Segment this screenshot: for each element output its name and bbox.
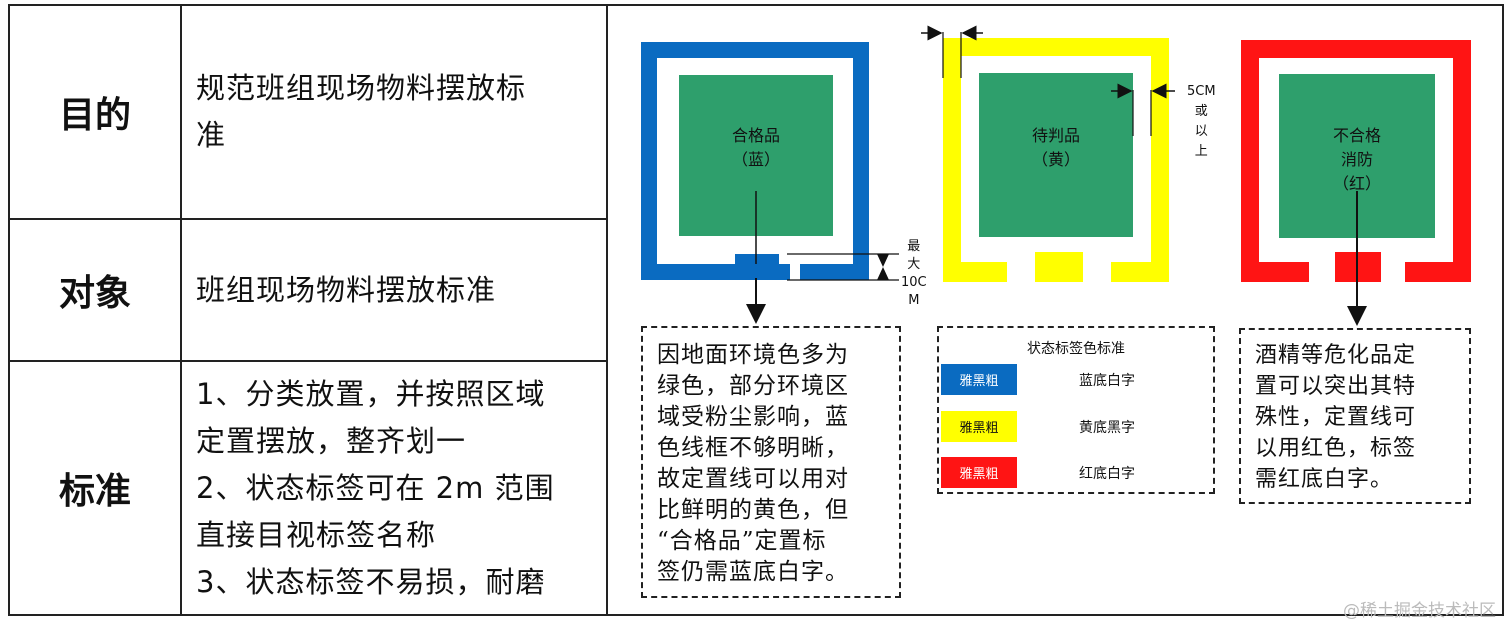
blue-square-label: 合格品 （蓝） [731, 126, 780, 169]
legend-desc-red: 红底白字 [1079, 466, 1135, 482]
min-5cm-label: 5CM 或 以 上 [1187, 84, 1216, 159]
row-label-purpose: 目的 [58, 95, 131, 136]
column-divider-2 [606, 6, 608, 614]
legend-title: 状态标签色标准 [1027, 341, 1125, 357]
row-content-purpose: 规范班组现场物料摆放标 准 [196, 71, 527, 152]
yellow-square-label: 待判品 （黄） [1031, 126, 1080, 169]
legend-chip-red: 雅黑粗 [941, 457, 1017, 488]
row-divider-2 [10, 360, 608, 362]
placement-diagram: 合格品 （蓝） 待判品 （黄） 不合格 消防 （红） 最 大 10C M 5CM… [609, 6, 1502, 614]
row-content-object: 班组现场物料摆放标准 [196, 272, 497, 307]
yellow-label-block [1035, 252, 1083, 282]
blue-frame [641, 42, 869, 282]
yellow-inner-area [979, 73, 1133, 237]
blue-label-block [735, 254, 779, 280]
legend-desc-blue: 蓝底白字 [1079, 373, 1135, 389]
red-square-label: 不合格 消防 （红） [1332, 126, 1381, 193]
status-label-legend: 状态标签色标准 雅黑粗 蓝底白字 雅黑粗 黄底黑字 雅黑粗 红底白字 [937, 326, 1215, 494]
legend-chip-yellow: 雅黑粗 [941, 411, 1017, 442]
legend-chip-blue: 雅黑粗 [941, 364, 1017, 395]
row-label-object: 对象 [58, 273, 131, 314]
legend-desc-yellow: 黄底黑字 [1079, 420, 1135, 436]
max-10cm-label: 最 大 10C M [901, 239, 927, 308]
note-blue: 因地面环境色多为 绿色，部分环境区 域受粉尘影响，蓝 色线框不够明晰， 故定置线… [641, 326, 901, 598]
standards-table: 目的 规范班组现场物料摆放标 准 对象 班组现场物料摆放标准 标准 1、分类放置… [8, 4, 1504, 616]
column-divider-1 [180, 6, 182, 614]
row-label-standard: 标准 [58, 471, 131, 512]
row-content-standard: 1、分类放置，并按照区域 定置摆放，整齐划一 2、状态标签可在 2m 范围 直接… [196, 376, 555, 599]
diagram-svg [641, 25, 1471, 476]
note-red: 酒精等危化品定 置可以突出其特 殊性，定置线可 以用红色，标签 需红底白字。 [1239, 328, 1471, 504]
watermark: @稀土掘金技术社区 [1343, 601, 1496, 621]
row-divider-1 [10, 218, 608, 220]
